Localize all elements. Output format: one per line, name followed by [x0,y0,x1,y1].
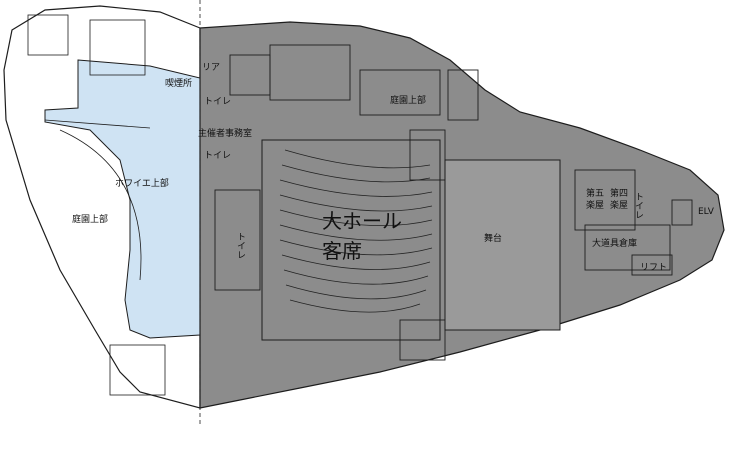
dressing-room-4-label: 第四 [610,187,628,199]
seating-rows [279,149,433,313]
main-hall-label-1: 大ホール [322,209,402,233]
gray-rooms [214,44,693,361]
large-props-storage-label: 大道具倉庫 [592,237,637,249]
foyer-upper-label: ホワイエ上部 [115,177,169,189]
smoking-room-label: 喫煙所 [165,77,192,89]
toilet-label-4: トイレ [633,192,644,219]
lift-label: リフト [640,263,667,273]
toilet-label-3: トイレ [235,232,246,259]
organizer-office-label: 主催者事務室 [198,127,252,139]
main-hall-label-2: 客席 [322,239,362,263]
dressing-room-4-label-b: 楽屋 [610,199,628,211]
area-partial-label: リア [202,63,220,73]
dressing-room-5-label-b: 楽屋 [586,199,604,211]
dressing-room-5-label: 第五 [586,187,604,199]
elv-label: ELV [698,207,715,217]
left-section-lines [27,14,166,396]
stage-label: 舞台 [484,232,502,244]
garden-upper-left-label: 庭園上部 [72,213,108,225]
toilet-label-1: トイレ [204,97,231,107]
stage-area [444,159,561,331]
garden-upper-right-label: 庭園上部 [390,94,426,106]
auditorium-box [261,139,441,341]
toilet-label-2: トイレ [204,151,231,161]
